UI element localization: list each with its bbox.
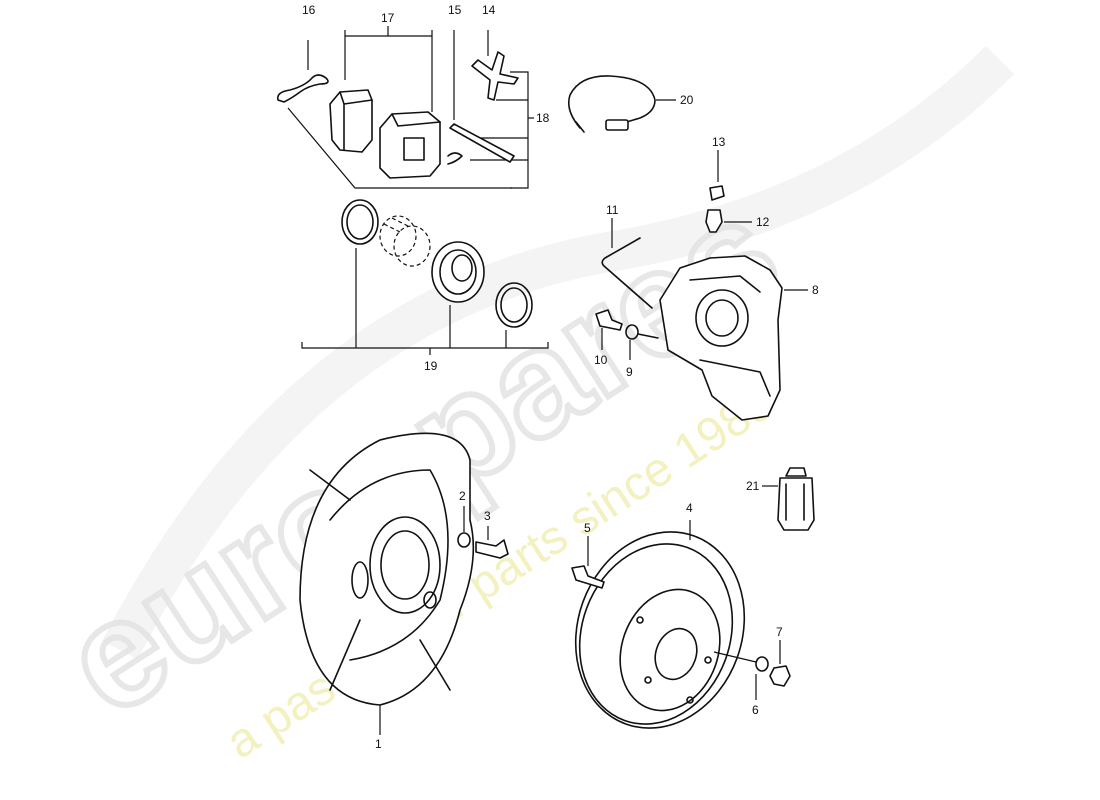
callout-19: 19 xyxy=(424,359,438,373)
brake-caliper-assembly xyxy=(595,150,808,421)
brake-pad-inner xyxy=(329,89,373,153)
callout-2: 2 xyxy=(459,489,466,503)
callout-15: 15 xyxy=(448,3,462,17)
shield-washer xyxy=(457,532,471,548)
disc-nut xyxy=(769,665,791,687)
callout-13: 13 xyxy=(712,135,726,149)
spring-wire xyxy=(601,237,653,309)
callout-17: 17 xyxy=(381,11,395,25)
disc-washer xyxy=(755,656,769,672)
callout-12: 12 xyxy=(756,215,770,229)
brake-dust-shield xyxy=(299,432,509,735)
brake-pad-outer xyxy=(379,111,441,179)
callout-9: 9 xyxy=(626,365,633,379)
callout-20: 20 xyxy=(680,93,694,107)
callout-14: 14 xyxy=(482,3,496,17)
callout-4: 4 xyxy=(686,501,693,515)
spreader-spring xyxy=(471,51,519,101)
disc-bolt xyxy=(571,565,605,589)
brake-caliper xyxy=(659,255,783,421)
callout-10: 10 xyxy=(594,353,608,367)
callout-8: 8 xyxy=(812,283,819,297)
seal-kit xyxy=(301,199,549,355)
clamp-ring xyxy=(495,282,533,328)
wear-sensor xyxy=(567,75,676,133)
callout-18: 18 xyxy=(536,111,550,125)
seal-ring xyxy=(341,199,379,245)
callout-21: 21 xyxy=(746,479,760,493)
callout-5: 5 xyxy=(584,521,591,535)
callout-3: 3 xyxy=(484,509,491,523)
bleed-screw xyxy=(705,209,723,233)
retaining-spring xyxy=(276,74,329,103)
washer xyxy=(625,324,639,340)
pad-retaining-pin xyxy=(449,123,515,163)
callout-16: 16 xyxy=(302,3,316,17)
callout-11: 11 xyxy=(606,203,619,217)
brake-pad-kit xyxy=(276,26,534,189)
caliper-bolt xyxy=(595,309,623,331)
shield-bolt xyxy=(475,539,509,559)
callout-6: 6 xyxy=(752,703,759,717)
bleed-cap xyxy=(709,185,725,201)
grease-tube xyxy=(762,467,815,531)
callout-labels: 1 2 3 4 5 6 7 8 9 10 11 12 13 14 15 16 1… xyxy=(302,3,819,751)
watermark: eurospares a passion for parts since 198… xyxy=(33,45,1015,769)
callout-1: 1 xyxy=(375,737,382,751)
brake-disc-assembly xyxy=(571,520,791,729)
callout-7: 7 xyxy=(776,625,783,639)
